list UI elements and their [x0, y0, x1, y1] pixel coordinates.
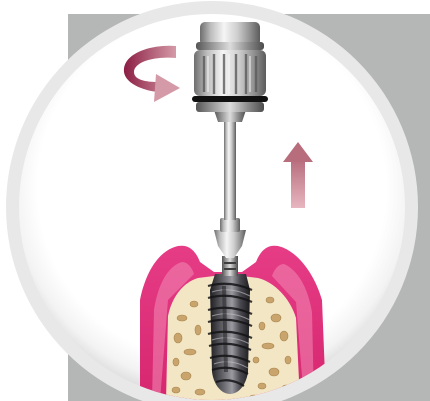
- driver-shaft: [224, 118, 236, 220]
- driver-collar: [222, 256, 238, 276]
- implant-screw: [208, 274, 252, 394]
- o-ring: [192, 96, 268, 102]
- driver-handle: [192, 22, 268, 112]
- driver-tip-neck: [220, 218, 240, 232]
